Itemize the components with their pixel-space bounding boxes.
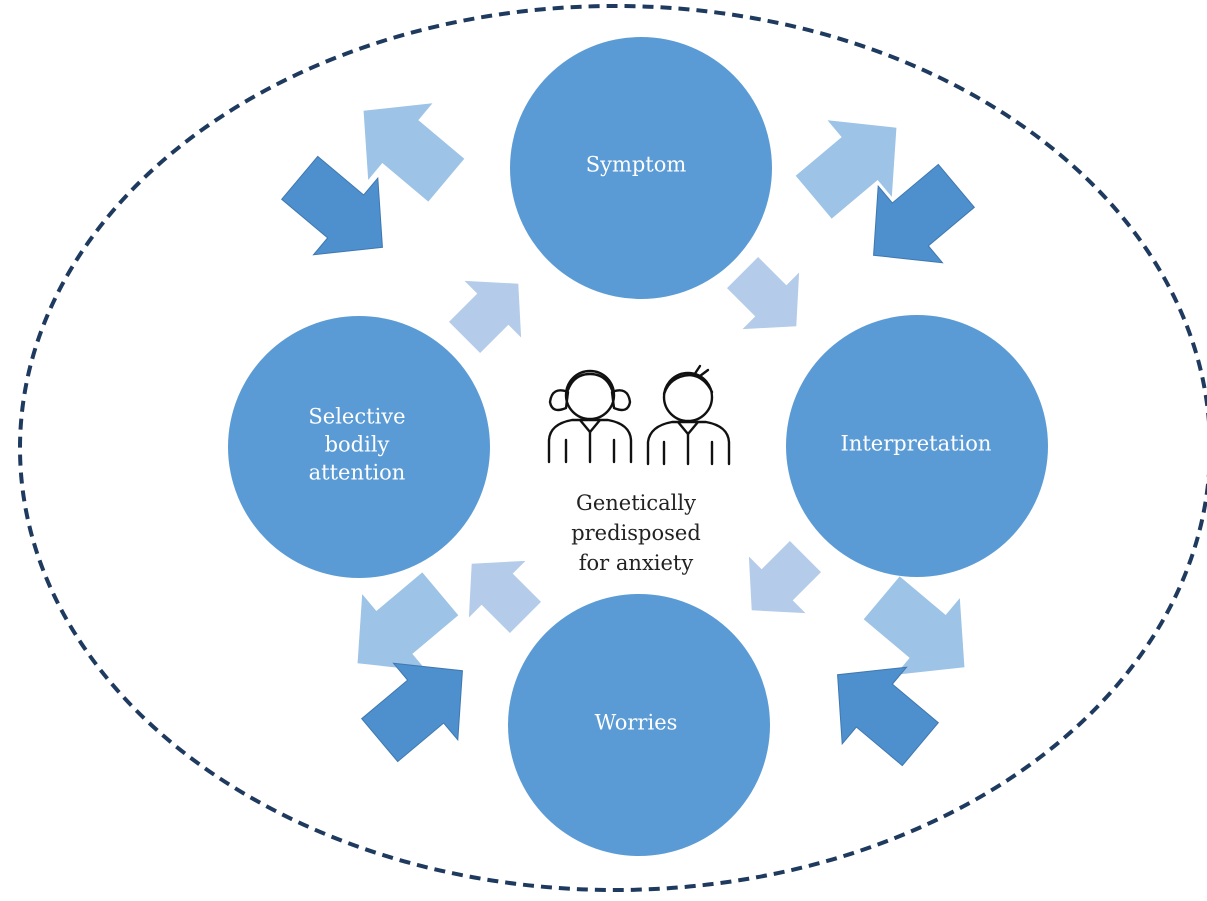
node-attention-label-line-3: attention xyxy=(309,461,406,485)
children-icon xyxy=(547,364,731,466)
inner-arrows xyxy=(448,256,822,634)
outer-arrow-light-bottom-right xyxy=(863,576,965,675)
outer-arrow-dark-bottom-left xyxy=(360,662,463,763)
inner-arrow-symptom-to-interpretation xyxy=(726,256,800,330)
center-label-line-1: Genetically xyxy=(576,491,696,515)
node-selective-bodily-attention: Selective bodily attention xyxy=(228,316,490,578)
center-label: Genetically predisposed for anxiety xyxy=(571,491,701,575)
node-worries-label: Worries xyxy=(595,711,678,735)
inner-arrow-interpretation-to-worries xyxy=(748,540,822,614)
outer-arrow-light-top-right xyxy=(795,120,897,219)
center-label-line-3: for anxiety xyxy=(579,551,694,575)
outer-arrow-light-top-left xyxy=(363,103,465,202)
inner-arrow-attention-to-symptom xyxy=(448,280,522,354)
dashed-outer-boundary xyxy=(18,4,1207,892)
node-attention-label-line-1: Selective xyxy=(308,405,405,429)
girl-icon xyxy=(547,369,633,464)
node-interpretation: Interpretation xyxy=(786,315,1048,577)
node-symptom: Symptom xyxy=(510,37,772,299)
node-worries: Worries xyxy=(508,594,770,856)
center-label-line-2: predisposed xyxy=(571,521,701,545)
node-interpretation-label: Interpretation xyxy=(841,432,992,456)
outer-arrow-dark-top-left xyxy=(280,155,383,256)
node-attention-label-line-2: bodily xyxy=(325,433,390,457)
outer-arrow-dark-top-right xyxy=(873,163,976,264)
boy-icon xyxy=(646,364,731,466)
outer-arrow-dark-bottom-right xyxy=(837,666,940,767)
node-symptom-label: Symptom xyxy=(586,153,687,177)
outer-arrows xyxy=(280,103,976,767)
outer-arrow-light-bottom-left xyxy=(357,572,459,671)
inner-arrow-worries-to-attention xyxy=(468,560,542,634)
